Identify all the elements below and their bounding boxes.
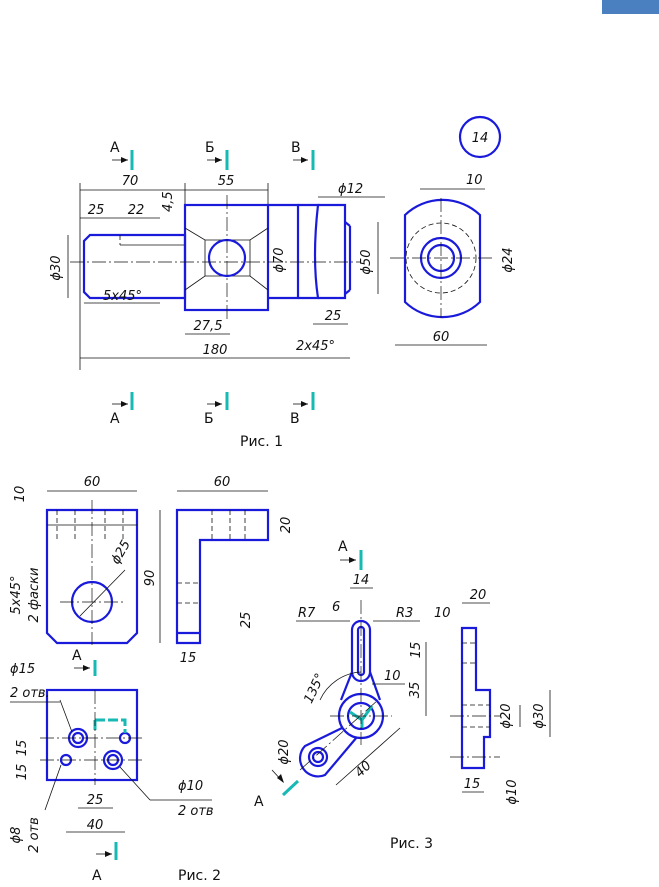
middle-block	[183, 203, 270, 312]
fig3-angle-135: 135°	[301, 671, 328, 706]
fig3-dim-6: 6	[332, 600, 340, 615]
svg-text:А: А	[72, 648, 82, 664]
fig3-dim-phi20: ϕ20	[499, 703, 514, 728]
fig2-dim-phi10: ϕ10	[178, 779, 203, 794]
fig3-dim-phi30: ϕ30	[532, 703, 547, 728]
dim-25b: 25	[325, 309, 342, 324]
dim-phi24: ϕ24	[501, 247, 516, 272]
svg-text:В: В	[291, 140, 301, 156]
fig2-dim-phi25: ϕ25	[108, 538, 134, 567]
dim-4-5: 4,5	[161, 191, 176, 212]
svg-text:Б: Б	[204, 411, 214, 427]
fig2-front-view	[45, 500, 139, 645]
dim-22: 22	[128, 203, 145, 218]
fig3-dim-14: 14	[353, 573, 370, 588]
dim-5x45: 5x45°	[103, 289, 142, 304]
fig2-dim-90: 90	[143, 570, 158, 587]
fig2-dim-phi8: ϕ8	[9, 827, 24, 844]
fig2-holes-2a: 2 отв.	[10, 686, 50, 701]
dim-10: 10	[466, 173, 483, 188]
svg-text:В: В	[290, 411, 300, 427]
fig3-section-mark-bottom: А	[254, 769, 300, 810]
svg-text:А: А	[92, 868, 102, 884]
fig2-dim-60b: 60	[214, 475, 231, 490]
side-view	[390, 198, 495, 319]
shaft-right	[268, 203, 352, 300]
fig2-chamfers: 2 фаски	[27, 568, 42, 623]
fig2-holes-2b: 2 отв	[178, 804, 214, 819]
fig3-lever-plan	[298, 600, 392, 778]
fig3-dim-20: 20	[470, 588, 487, 603]
fig2-dim-phi15: ϕ15	[10, 662, 35, 677]
dim-phi30: ϕ30	[49, 255, 64, 280]
section-mark-bottom-v: В	[290, 392, 315, 427]
caption-fig3: Рис. 3	[390, 836, 433, 852]
dim-phi50: ϕ50	[359, 249, 374, 274]
fig2-plan-view	[40, 688, 212, 811]
caption-fig1: Рис. 1	[240, 434, 283, 450]
fig2-dim-15a: 15	[15, 740, 30, 757]
fig2-dim-25c: 25	[87, 793, 104, 808]
fig3-dim-r3: R3	[396, 606, 413, 621]
dim-180: 180	[203, 343, 228, 358]
figure-3: А 14 R7 6 R3 10 10 15	[254, 539, 551, 852]
fig3-section-mark-top: А	[338, 539, 363, 570]
fig3-dim-r7: R7	[298, 606, 316, 621]
corner-tab	[602, 0, 659, 14]
sheet-number-badge: 14	[458, 115, 502, 159]
svg-text:А: А	[110, 140, 120, 156]
fig3-dim-40: 40	[352, 758, 374, 780]
sheet-number: 14	[472, 131, 489, 146]
fig2-section-mark-bottom: А	[92, 842, 118, 884]
fig3-side-view	[450, 626, 500, 770]
svg-text:А: А	[338, 539, 348, 555]
svg-text:А: А	[110, 411, 120, 427]
figure-2: 10 60 5x45° 2 фаски ϕ25 90 60 20 25 15 А	[9, 475, 294, 884]
fig2-dim-20: 20	[279, 517, 294, 534]
fig2-dim-25b: 25	[239, 612, 254, 629]
svg-text:А: А	[254, 794, 264, 810]
fig2-dim-10: 10	[13, 486, 28, 503]
fig3-dim-10: 10	[434, 606, 451, 621]
fig3-dim-phi10: ϕ10	[505, 779, 520, 804]
section-mark-top-a: А	[110, 140, 134, 170]
dim-2x45: 2x45°	[296, 339, 335, 354]
fig2-dim-40: 40	[87, 818, 104, 833]
section-mark-top-v: В	[291, 140, 315, 170]
section-mark-bottom-b: Б	[204, 392, 229, 427]
caption-fig2: Рис. 2	[178, 868, 221, 884]
fig2-side-view	[175, 508, 270, 645]
fig3-dim-35: 35	[408, 682, 423, 699]
dim-60: 60	[433, 330, 450, 345]
dim-55: 55	[218, 174, 235, 189]
fig2-section-mark-top: А	[72, 648, 97, 676]
fig3-dim-15b: 15	[464, 777, 481, 792]
dim-25: 25	[88, 203, 105, 218]
fig2-dim-15: 15	[180, 651, 197, 666]
fig2-holes-2c: 2 отв	[27, 817, 42, 853]
fig3-dim-10b: 10	[384, 669, 401, 684]
section-mark-top-b: Б	[205, 140, 229, 170]
svg-text:Б: Б	[205, 140, 215, 156]
fig2-dim-15b: 15	[15, 764, 30, 781]
dim-27-5: 27,5	[194, 319, 223, 334]
fig3-dim-15: 15	[409, 642, 424, 659]
dim-phi12: ϕ12	[338, 182, 363, 197]
figure-1: А Б В 70 55 ϕ12 25 22 4,5	[49, 140, 516, 450]
fig3-dim-phi20: ϕ20	[277, 739, 292, 764]
dim-70: 70	[122, 174, 139, 189]
fig2-dim-5x45: 5x45°	[9, 575, 24, 614]
fig2-dim-60a: 60	[84, 475, 101, 490]
section-mark-bottom-a: А	[110, 392, 134, 427]
dim-phi70: ϕ70	[272, 247, 287, 272]
